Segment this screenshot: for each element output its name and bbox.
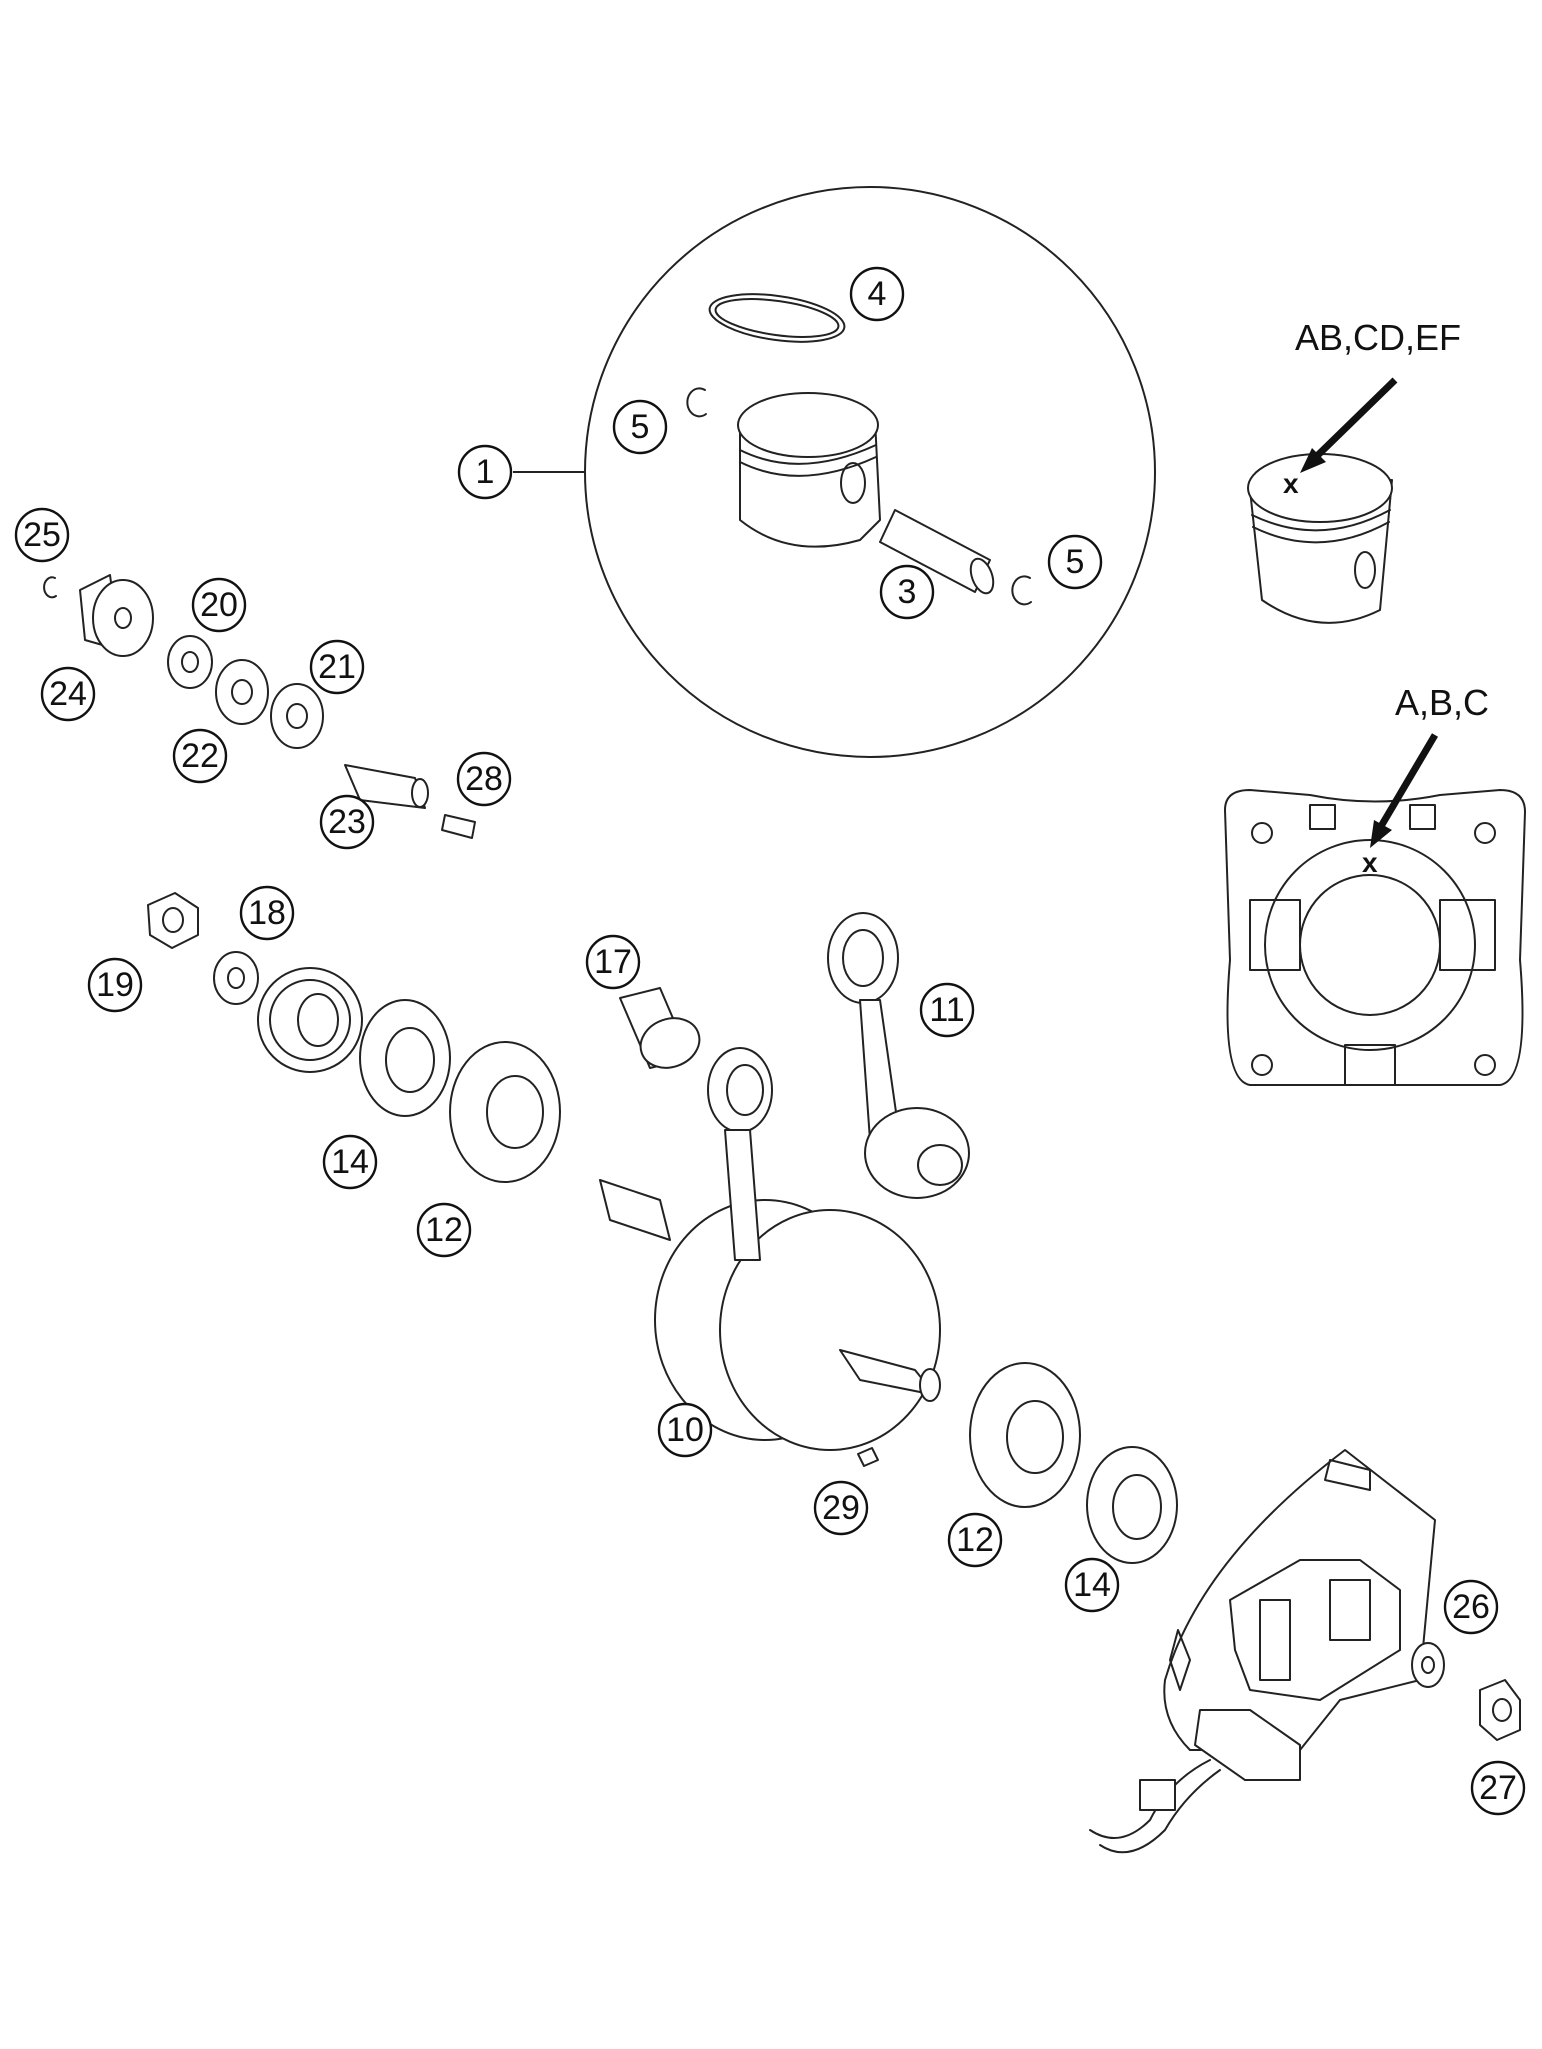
piston-pin <box>879 509 995 595</box>
callout-24: 24 <box>40 666 96 722</box>
spring-pin-28 <box>441 814 476 839</box>
connecting-rod-11 <box>827 912 970 1199</box>
bearing-12-right <box>969 1362 1081 1508</box>
callout-20: 20 <box>191 577 247 633</box>
svg-text:17: 17 <box>594 943 632 981</box>
piston-x-mark: x <box>1283 468 1299 499</box>
nut-19 <box>147 892 199 949</box>
svg-text:5: 5 <box>1066 543 1085 581</box>
shaft-23 <box>344 764 429 809</box>
bearing-12-left <box>449 1041 561 1183</box>
svg-text:23: 23 <box>328 803 366 841</box>
piston <box>737 392 881 548</box>
svg-text:24: 24 <box>49 675 87 713</box>
water-pump-parts <box>43 574 476 839</box>
svg-text:12: 12 <box>956 1521 994 1559</box>
cylinder-gasket-view: x A,B,C <box>1224 682 1526 1086</box>
svg-text:14: 14 <box>1073 1566 1111 1604</box>
cylinder-x-mark: x <box>1362 847 1378 878</box>
svg-text:26: 26 <box>1452 1588 1490 1626</box>
key-29 <box>857 1447 879 1467</box>
left-crank-parts <box>147 892 561 1183</box>
callout-29: 29 <box>813 1480 869 1536</box>
small-circlip <box>43 576 57 599</box>
callout-23: 23 <box>319 794 375 850</box>
callout-3: 3 <box>879 564 935 620</box>
svg-text:22: 22 <box>181 737 219 775</box>
svg-text:29: 29 <box>822 1489 860 1527</box>
svg-text:27: 27 <box>1479 1769 1517 1807</box>
needle-bearing-17 <box>619 987 701 1069</box>
callout-11: 11 <box>919 982 975 1038</box>
piston-marking-label: AB,CD,EF <box>1295 317 1461 358</box>
seal-14-left <box>359 999 451 1117</box>
callout-12a: 12 <box>416 1202 472 1258</box>
callout-22: 22 <box>172 728 228 784</box>
circlip-left <box>686 387 707 418</box>
cylinder-marking-arrow <box>1376 733 1439 830</box>
svg-text:19: 19 <box>96 966 134 1004</box>
seal-14-right <box>1086 1446 1178 1564</box>
callout-19: 19 <box>87 957 143 1013</box>
piston-marking-view: x AB,CD,EF <box>1247 317 1461 624</box>
circlip-right <box>1011 575 1032 606</box>
svg-text:14: 14 <box>331 1143 369 1181</box>
callout-12b: 12 <box>947 1512 1003 1568</box>
svg-text:20: 20 <box>200 586 238 624</box>
ignition-stator <box>1089 1449 1436 1854</box>
piston-ring <box>708 293 846 343</box>
callout-28: 28 <box>456 751 512 807</box>
svg-text:11: 11 <box>929 991 964 1029</box>
callout-14a: 14 <box>322 1134 378 1190</box>
piston-marking-arrow <box>1315 377 1398 458</box>
callout-5b: 5 <box>1047 534 1103 590</box>
svg-text:10: 10 <box>666 1411 704 1449</box>
cylinder-marking-label: A,B,C <box>1395 682 1489 723</box>
svg-text:18: 18 <box>248 894 286 932</box>
washer-18 <box>213 951 259 1005</box>
callout-17: 17 <box>585 934 641 990</box>
svg-text:21: 21 <box>318 648 356 686</box>
svg-text:4: 4 <box>868 275 887 313</box>
impeller <box>79 574 154 657</box>
washer-20 <box>167 635 213 689</box>
callout-18: 18 <box>239 885 295 941</box>
callout-14b: 14 <box>1064 1557 1120 1613</box>
bearing-21 <box>270 683 324 749</box>
callout-25: 25 <box>14 507 70 563</box>
svg-text:25: 25 <box>23 516 61 554</box>
callout-1: 1 <box>457 444 513 500</box>
svg-text:3: 3 <box>898 573 917 611</box>
callout-5a: 5 <box>612 399 668 455</box>
svg-text:5: 5 <box>631 408 650 446</box>
bearing-22 <box>215 659 269 725</box>
callout-26: 26 <box>1443 1579 1499 1635</box>
callout-4: 4 <box>849 266 905 322</box>
callout-21: 21 <box>309 639 365 695</box>
nut-27 <box>1479 1679 1521 1741</box>
piston-detail-group <box>513 186 1156 758</box>
callout-10: 10 <box>657 1402 713 1458</box>
right-crank-parts <box>857 1362 1178 1564</box>
svg-text:12: 12 <box>425 1211 463 1249</box>
callout-27: 27 <box>1470 1760 1526 1816</box>
svg-text:1: 1 <box>476 453 495 491</box>
crankshaft-10 <box>599 1047 941 1451</box>
spring-washer-26 <box>1411 1642 1445 1688</box>
svg-text:28: 28 <box>465 760 503 798</box>
gear-primary <box>257 967 363 1073</box>
